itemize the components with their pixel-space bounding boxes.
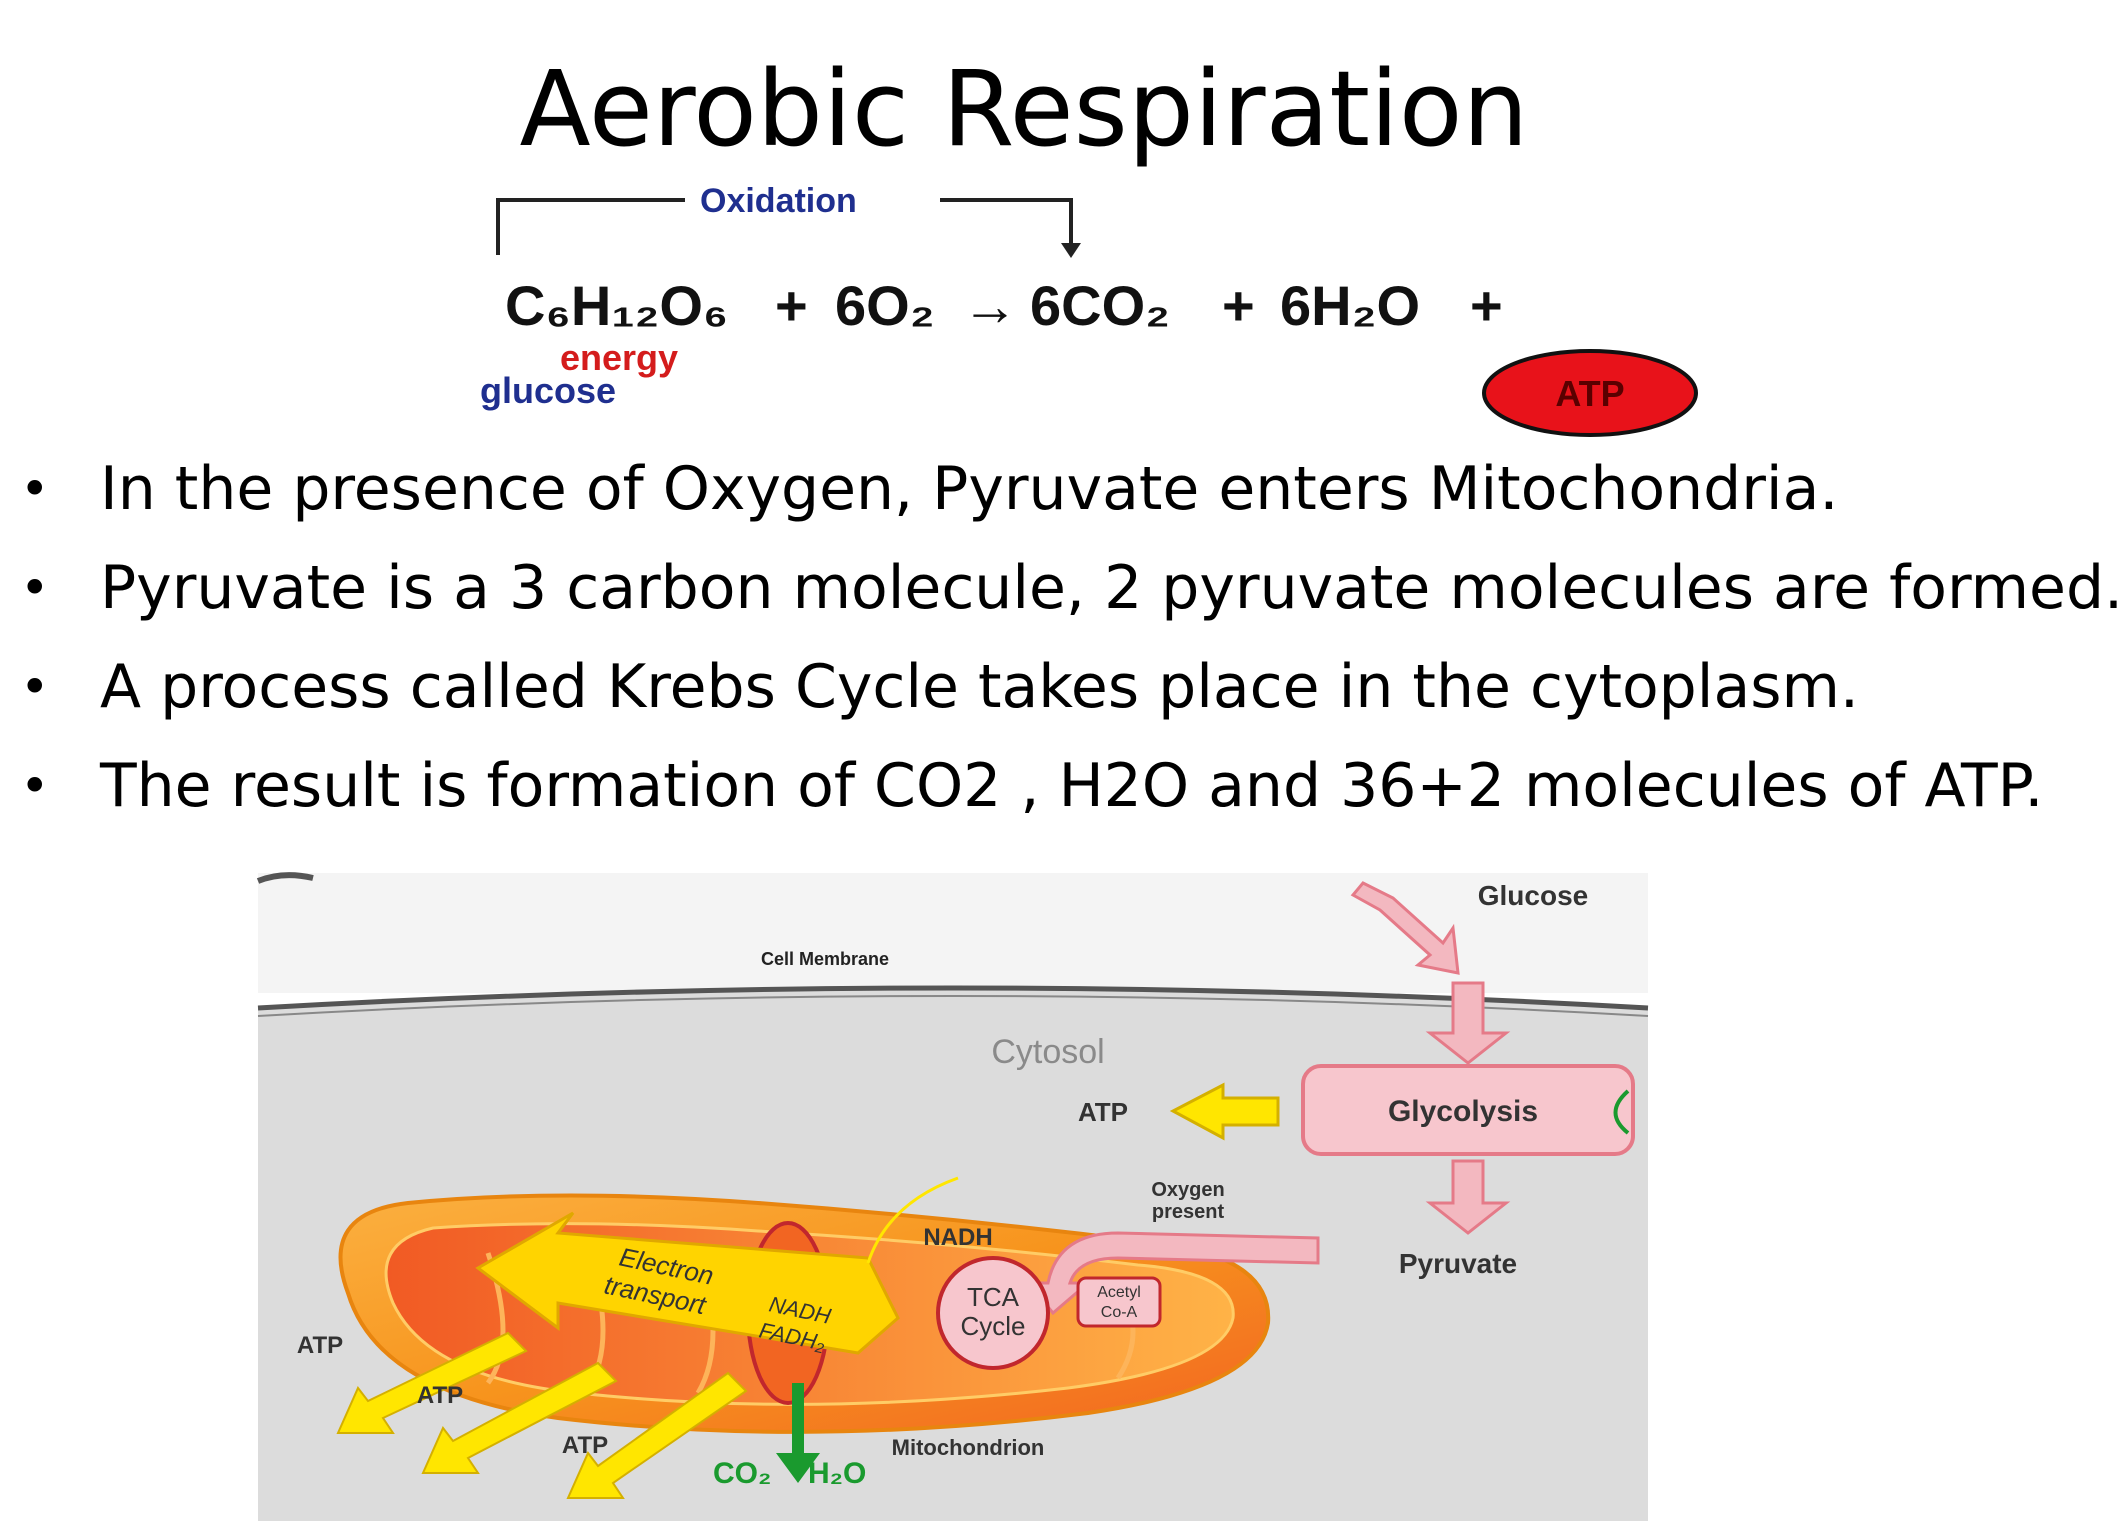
bullet-list: • In the presence of Oxygen, Pyruvate en…	[20, 440, 2123, 836]
co2-label: CO₂	[713, 1457, 771, 1490]
bullet-text: Pyruvate is a 3 carbon molecule, 2 pyruv…	[100, 553, 2123, 623]
equation-figure: Oxidation C₆H₁₂O₆ + 6O₂ → 6CO₂ + 6H₂O + …	[480, 182, 1698, 437]
glycolysis-label: Glycolysis	[1388, 1095, 1538, 1128]
glucose-label: Glucose	[1478, 880, 1588, 911]
acetyl-coa-label-1: Acetyl	[1097, 1284, 1141, 1301]
atp-oval	[1482, 349, 1698, 437]
bullet-text: The result is formation of CO2 , H2O and…	[100, 751, 2044, 821]
glycolysis-input-arrow	[1425, 981, 1511, 1065]
h2o-label: H₂O	[808, 1457, 866, 1490]
water-formula: 6H₂O	[1280, 274, 1420, 337]
oxidation-arrowhead	[1061, 243, 1081, 258]
bullet-point-icon: •	[20, 460, 50, 518]
oxygen-formula: 6O₂	[835, 274, 935, 337]
chemical-equation: C₆H₁₂O₆ + 6O₂ → 6CO₂ + 6H₂O +	[505, 274, 1503, 337]
electron-transport-arrow	[475, 1211, 900, 1355]
atp-label: ATP	[297, 1332, 343, 1359]
energy-label: energy	[560, 337, 678, 378]
atp-label: ATP	[417, 1382, 463, 1409]
tca-label-1: TCA	[967, 1282, 1020, 1312]
plus-sign: +	[1470, 274, 1503, 337]
extracellular-background	[258, 873, 1648, 993]
nadh-flow-line	[866, 1176, 959, 1264]
bullet-text: A process called Krebs Cycle takes place…	[100, 652, 1859, 722]
glucose-label: glucose	[480, 370, 616, 411]
tca-label-2: Cycle	[960, 1311, 1025, 1341]
cell-membrane-line-inner	[257, 995, 1649, 1017]
plus-sign: +	[1222, 274, 1255, 337]
bullet-point-icon: •	[20, 757, 50, 815]
nadh-label: NADH	[923, 1224, 992, 1251]
pyruvate-arrow	[1425, 1159, 1511, 1235]
atp-output-arrow	[566, 1371, 748, 1499]
glycolysis-box	[1301, 1064, 1635, 1156]
cell-membrane-line	[257, 985, 1649, 1011]
bullet-item: • Pyruvate is a 3 carbon molecule, 2 pyr…	[20, 539, 2123, 638]
cytosol-label: Cytosol	[991, 1033, 1104, 1071]
bullet-item: • In the presence of Oxygen, Pyruvate en…	[20, 440, 2030, 539]
atp-yellow-arrow	[1169, 1082, 1280, 1141]
cellular-respiration-diagram: Cell Membrane Cytosol Glucose Glycolysis…	[256, 872, 1649, 1521]
acetyl-coa-box	[1076, 1276, 1162, 1328]
atp-oval-label: ATP	[1555, 373, 1624, 414]
carbon-dioxide-formula: 6CO₂	[1030, 274, 1170, 337]
bullet-text: In the presence of Oxygen, Pyruvate ente…	[100, 454, 1839, 524]
bullet-point-icon: •	[20, 559, 50, 617]
atp-output-arrow	[336, 1331, 528, 1434]
glucose-formula: C₆H₁₂O₆	[505, 274, 728, 337]
atp-label: ATP	[562, 1432, 608, 1459]
glycolysis-curve-icon	[1613, 1089, 1630, 1135]
atp-output-arrow	[421, 1361, 618, 1474]
oxygen-present-label-1: Oxygen	[1151, 1179, 1224, 1201]
oxygen-present-label-2: present	[1152, 1201, 1225, 1223]
slide-title: Aerobic Respiration	[519, 48, 1529, 170]
pyruvate-label: Pyruvate	[1399, 1248, 1517, 1279]
oxidation-label: Oxidation	[700, 182, 857, 220]
mitochondrion-label: Mitochondrion	[892, 1435, 1045, 1460]
bullet-point-icon: •	[20, 658, 50, 716]
oxidation-bracket	[496, 198, 1073, 255]
plus-sign: +	[775, 274, 808, 337]
bullet-item: • A process called Krebs Cycle takes pla…	[20, 638, 2030, 737]
co2-water-arrow	[776, 1383, 820, 1483]
bullet-item: • The result is formation of CO2 , H2O a…	[20, 737, 2044, 836]
atp-glycolysis-label: ATP	[1078, 1097, 1128, 1127]
corner-mark	[256, 872, 314, 884]
acetyl-coa-label-2: Co-A	[1101, 1304, 1138, 1321]
tca-cycle-circle	[936, 1256, 1050, 1370]
cell-membrane-label: Cell Membrane	[761, 949, 889, 969]
reaction-arrow: →	[962, 274, 1018, 337]
glucose-arrow	[1350, 881, 1460, 975]
mitochondrion-cristae	[485, 1244, 1136, 1395]
